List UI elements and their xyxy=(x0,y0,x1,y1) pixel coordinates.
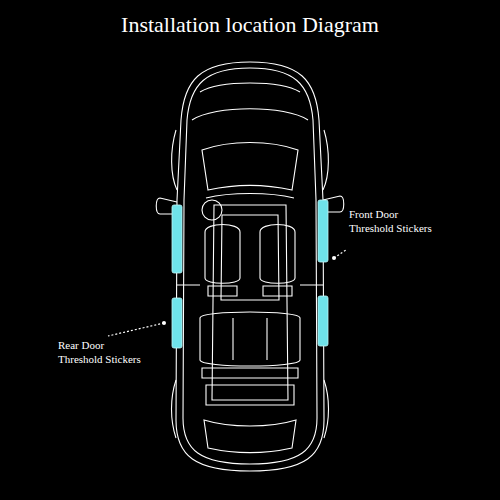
diagram-title: Installation location Diagram xyxy=(0,12,500,38)
car-outline xyxy=(172,130,177,190)
car-outline xyxy=(260,225,295,284)
car-outline xyxy=(200,312,300,366)
car-outline xyxy=(206,194,294,199)
leader-dot xyxy=(162,321,166,325)
threshold-sticker xyxy=(172,298,182,348)
leader-line xyxy=(108,323,164,336)
car-outline xyxy=(233,318,267,360)
car-outline xyxy=(176,62,324,471)
leader-line xyxy=(334,250,346,258)
threshold-sticker xyxy=(318,296,328,346)
car-outline xyxy=(208,286,237,296)
car-outline xyxy=(323,130,328,190)
car-outline xyxy=(202,143,298,191)
car-outline xyxy=(206,385,294,405)
car-outline xyxy=(204,420,296,453)
car-outline xyxy=(205,225,240,284)
car-outline xyxy=(192,109,308,120)
threshold-sticker xyxy=(172,205,182,273)
car-outline xyxy=(202,368,298,378)
car-outline xyxy=(200,83,300,92)
car-outline xyxy=(172,380,177,438)
callout-label: Front Door Threshold Stickers xyxy=(349,208,441,236)
car-outline xyxy=(202,200,222,220)
callout-label: Rear Door Threshold Stickers xyxy=(58,339,150,367)
car-outline xyxy=(221,215,279,300)
car-outline xyxy=(212,205,288,400)
leader-dot xyxy=(332,256,336,260)
threshold-sticker xyxy=(318,200,328,262)
car-outline xyxy=(263,286,292,296)
car-outline xyxy=(177,284,323,285)
car-outline xyxy=(183,68,317,464)
car-outline xyxy=(324,380,329,438)
